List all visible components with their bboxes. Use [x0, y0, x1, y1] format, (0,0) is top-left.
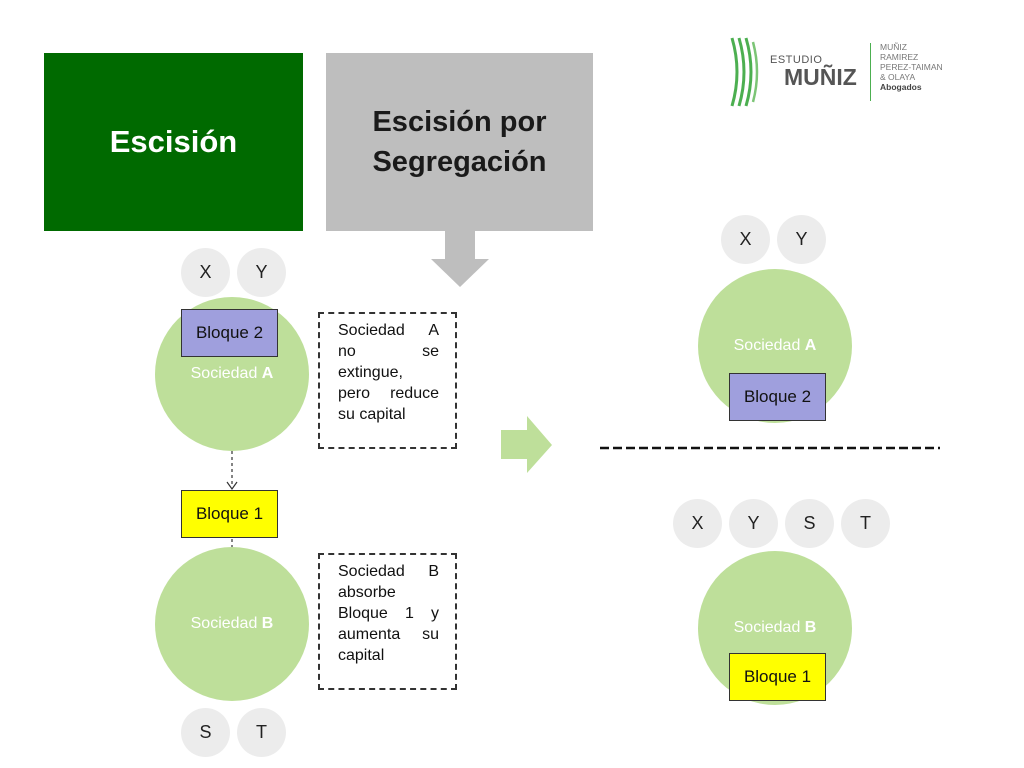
- shareholder-t-chip: T: [841, 499, 890, 548]
- note-line: no se: [338, 343, 439, 360]
- sociedad-label-name: Sociedad: [733, 619, 801, 636]
- down-arrow-icon: [431, 231, 489, 287]
- shareholder-label: Y: [747, 513, 760, 533]
- bloque-2-label: Bloque 2: [743, 387, 812, 406]
- sociedad-label-name: Sociedad: [733, 337, 801, 354]
- logo-partner-2: RAMIREZ: [880, 52, 919, 62]
- note-line: Bloque 1 y: [338, 605, 439, 622]
- note-line: aumenta su: [338, 626, 439, 643]
- logo-muniz: MUÑIZ: [784, 64, 857, 90]
- logo-partner-1: MUÑIZ: [880, 42, 907, 52]
- shareholder-label: Y: [795, 229, 808, 249]
- shareholder-s-chip: S: [785, 499, 834, 548]
- note-line: Sociedad B: [338, 563, 439, 580]
- logo-mark-icon: [730, 37, 759, 107]
- bloque-1-block: Bloque 1: [181, 490, 278, 538]
- shareholder-x-chip: X: [181, 248, 230, 297]
- bloque-1-block: Bloque 1: [729, 653, 826, 701]
- sociedad-b-circle: Sociedad B: [155, 547, 309, 701]
- shareholder-y-chip: Y: [237, 248, 286, 297]
- shareholder-s-chip: S: [181, 708, 230, 757]
- logo-partner-4: & OLAYA: [880, 72, 916, 82]
- note-sociedad-b: Sociedad B absorbe Bloque 1 y aumenta su…: [318, 553, 457, 690]
- sociedad-a-label: Sociedad A: [191, 365, 274, 383]
- sociedad-label-letter: A: [804, 337, 817, 354]
- shareholder-label: S: [199, 722, 212, 742]
- title-segregacion-line1: Escisión por: [372, 106, 547, 138]
- shareholder-label: T: [860, 513, 871, 533]
- note-line: Sociedad A: [338, 322, 439, 339]
- logo-partners: MUÑIZ RAMIREZ PEREZ-TAIMAN & OLAYA Aboga…: [880, 42, 943, 92]
- logo-partner-3: PEREZ-TAIMAN: [880, 62, 943, 72]
- shareholder-label: X: [199, 262, 212, 282]
- bloque-1-label: Bloque 1: [743, 667, 812, 686]
- shareholder-x-chip: X: [673, 499, 722, 548]
- shareholder-x-chip: X: [721, 215, 770, 264]
- bloque-2-block: Bloque 2: [181, 309, 278, 357]
- title-segregacion-line2: Segregación: [372, 146, 547, 178]
- shareholder-t-chip: T: [237, 708, 286, 757]
- separator-line: [600, 446, 940, 450]
- sociedad-label-name: Sociedad: [190, 615, 258, 632]
- shareholder-label: S: [803, 513, 816, 533]
- logo-estudio: ESTUDIO: [770, 54, 823, 66]
- bloque-1-label: Bloque 1: [195, 504, 264, 523]
- shareholder-y-chip: Y: [777, 215, 826, 264]
- note-line: extingue,: [338, 364, 403, 381]
- shareholder-label: X: [739, 229, 752, 249]
- logo-divider: [870, 43, 871, 101]
- note-sociedad-a: Sociedad A no se extingue, pero reduce s…: [318, 312, 457, 449]
- note-line: capital: [338, 647, 385, 664]
- sociedad-b-label: Sociedad B: [191, 615, 274, 633]
- logo: ESTUDIO MUÑIZ MUÑIZ RAMIREZ PEREZ-TAIMAN…: [728, 34, 968, 110]
- right-arrow-icon: [501, 416, 552, 473]
- shareholder-label: Y: [255, 262, 268, 282]
- note-line: su capital: [338, 406, 406, 423]
- bloque-2-block: Bloque 2: [729, 373, 826, 421]
- sociedad-label-letter: B: [804, 619, 817, 636]
- title-escision: Escisión: [44, 53, 303, 231]
- sociedad-label-name: Sociedad: [190, 365, 258, 382]
- note-line: absorbe: [338, 584, 396, 601]
- shareholder-label: X: [691, 513, 704, 533]
- sociedad-a-circle: Sociedad A: [155, 297, 309, 451]
- shareholder-y-chip: Y: [729, 499, 778, 548]
- sociedad-a-label: Sociedad A: [734, 337, 817, 355]
- bloque-2-label: Bloque 2: [195, 323, 264, 342]
- title-escision-text: Escisión: [109, 124, 238, 159]
- sociedad-label-letter: A: [261, 365, 274, 382]
- logo-abogados: Abogados: [880, 82, 922, 92]
- note-line: pero reduce: [338, 385, 439, 402]
- sociedad-b-circle: Sociedad B: [698, 551, 852, 705]
- sociedad-b-label: Sociedad B: [734, 619, 817, 637]
- shareholder-label: T: [256, 722, 267, 742]
- title-escision-segregacion: Escisión por Segregación: [326, 53, 593, 231]
- sociedad-label-letter: B: [261, 615, 274, 632]
